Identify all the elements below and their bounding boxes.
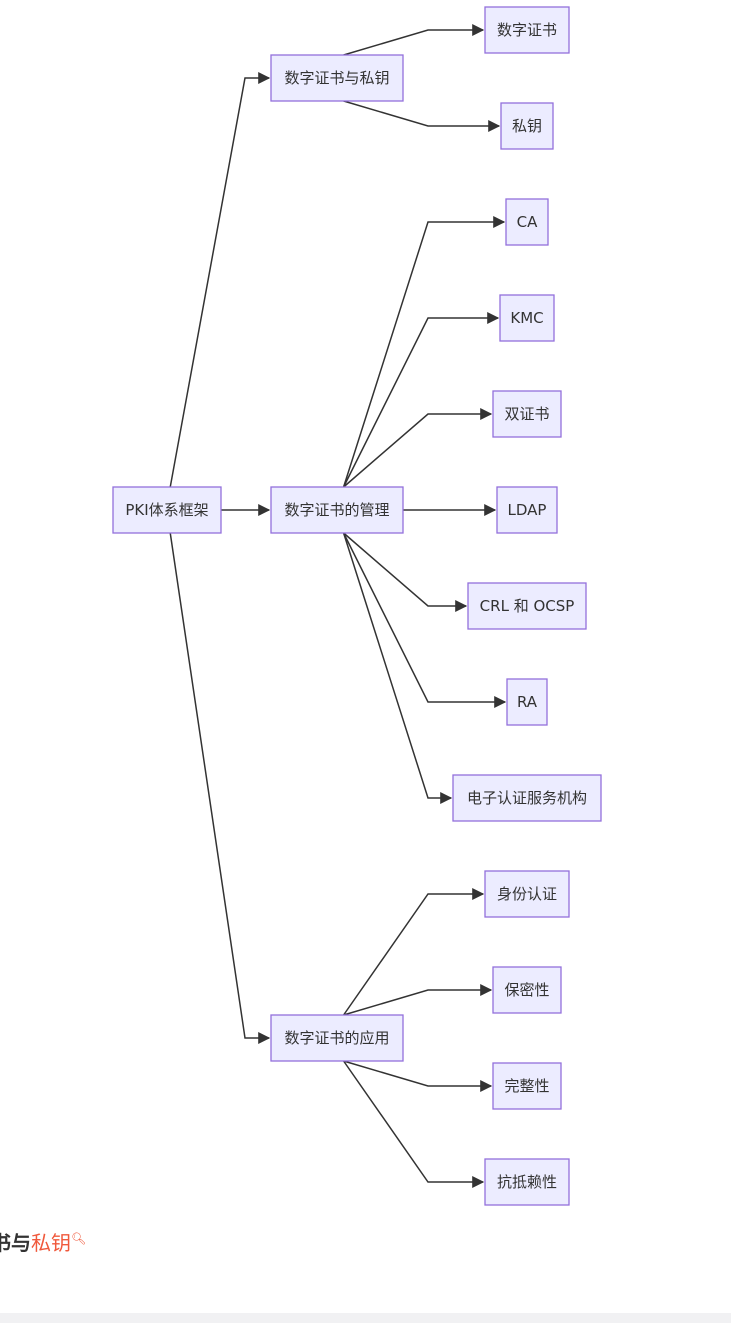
search-icon[interactable]: 🔍︎: [71, 1231, 87, 1246]
node-conf-label: 保密性: [504, 981, 549, 999]
edge-app-to-idauth: [342, 888, 485, 1016]
node-ldap[interactable]: LDAP: [496, 486, 558, 534]
node-dual[interactable]: 双证书: [492, 390, 562, 438]
node-integ[interactable]: 完整性: [492, 1062, 562, 1110]
node-pkey-label: 私钥: [512, 117, 542, 135]
node-eauth[interactable]: 电子认证服务机构: [452, 774, 602, 822]
node-ldap-box: [496, 486, 558, 534]
node-ldap-label: LDAP: [508, 501, 547, 519]
node-mgmt-label: 数字证书的管理: [284, 501, 389, 519]
edge-root-to-certkey: [169, 72, 271, 488]
node-certkey-box: [270, 54, 404, 102]
node-idauth-box: [484, 870, 570, 918]
node-mgmt-box: [270, 486, 404, 534]
node-conf[interactable]: 保密性: [492, 966, 562, 1014]
caption-bold-text: 书与: [0, 1231, 31, 1255]
node-crl[interactable]: CRL 和 OCSP: [467, 582, 587, 630]
node-integ-box: [492, 1062, 562, 1110]
node-cert-box: [484, 6, 570, 54]
node-integ-label: 完整性: [504, 1077, 549, 1095]
node-cert-label: 数字证书: [497, 21, 557, 39]
bottom-divider: [0, 1313, 731, 1323]
edges-layer: [169, 24, 507, 1188]
node-idauth[interactable]: 身份认证: [484, 870, 570, 918]
node-conf-box: [492, 966, 562, 1014]
edge-mgmt-to-eauth: [342, 532, 453, 804]
node-kmc[interactable]: KMC: [499, 294, 555, 342]
edge-certkey-to-pkey: [343, 100, 501, 132]
edge-certkey-to-cert: [343, 24, 485, 56]
node-app-label: 数字证书的应用: [284, 1029, 389, 1047]
node-mgmt[interactable]: 数字证书的管理: [270, 486, 404, 534]
node-eauth-label: 电子认证服务机构: [467, 789, 587, 807]
node-certkey-label: 数字证书与私钥: [284, 69, 389, 87]
node-nonrep-label: 抗抵赖性: [497, 1173, 557, 1191]
node-kmc-label: KMC: [510, 309, 543, 327]
node-dual-box: [492, 390, 562, 438]
node-root-label: PKI体系框架: [125, 501, 208, 519]
node-certkey[interactable]: 数字证书与私钥: [270, 54, 404, 102]
node-ra[interactable]: RA: [506, 678, 548, 726]
node-app[interactable]: 数字证书的应用: [270, 1014, 404, 1062]
node-idauth-label: 身份认证: [497, 885, 557, 903]
node-ca-label: CA: [517, 213, 538, 231]
caption-link[interactable]: 书与私钥🔍︎: [0, 1227, 86, 1256]
node-crl-label: CRL 和 OCSP: [480, 597, 575, 615]
node-root-box: [112, 486, 222, 534]
edge-app-to-integ: [343, 1060, 493, 1092]
node-eauth-box: [452, 774, 602, 822]
edge-root-to-app: [169, 532, 271, 1044]
node-dual-label: 双证书: [504, 405, 549, 423]
edge-mgmt-to-ra: [342, 532, 507, 708]
node-kmc-box: [499, 294, 555, 342]
edge-mgmt-to-crl: [343, 532, 468, 612]
edge-app-to-nonrep: [342, 1060, 485, 1188]
caption-link-text[interactable]: 私钥: [31, 1231, 71, 1255]
edge-mgmt-to-kmc: [342, 312, 500, 488]
node-root[interactable]: PKI体系框架: [112, 486, 222, 534]
edge-app-to-conf: [343, 984, 493, 1016]
node-nonrep[interactable]: 抗抵赖性: [484, 1158, 570, 1206]
edge-mgmt-to-dual: [343, 408, 493, 488]
node-ca[interactable]: CA: [505, 198, 549, 246]
node-ra-label: RA: [517, 693, 538, 711]
node-ca-box: [505, 198, 549, 246]
node-nonrep-box: [484, 1158, 570, 1206]
node-ra-box: [506, 678, 548, 726]
node-pkey-box: [500, 102, 554, 150]
node-pkey[interactable]: 私钥: [500, 102, 554, 150]
node-app-box: [270, 1014, 404, 1062]
node-cert[interactable]: 数字证书: [484, 6, 570, 54]
edge-mgmt-to-ca: [342, 216, 506, 488]
node-crl-box: [467, 582, 587, 630]
